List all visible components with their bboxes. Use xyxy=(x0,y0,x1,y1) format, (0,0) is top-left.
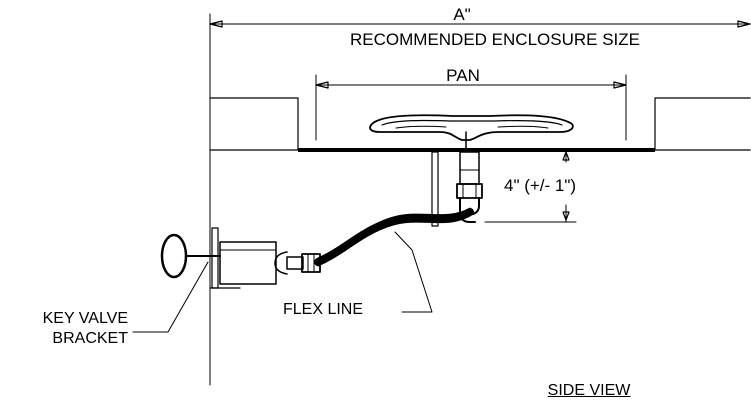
flex-hose-edge-top xyxy=(317,207,471,259)
enclosure-caption-label: RECOMMENDED ENCLOSURE SIZE xyxy=(350,30,640,49)
flex-line-hose xyxy=(314,207,474,267)
elbow-fitting-inner xyxy=(472,197,480,215)
pan-right-arrowhead xyxy=(613,81,627,89)
key-valve-leader xyxy=(132,261,209,333)
key-valve-bracket-plate xyxy=(211,227,219,289)
flex-line-leader xyxy=(394,231,433,313)
pan xyxy=(298,148,655,152)
enclosure-dimension xyxy=(209,13,751,386)
key-handle-ring xyxy=(160,233,188,279)
enclosure-letter-label: A" xyxy=(453,5,471,24)
left-counter-top xyxy=(209,97,299,151)
mounting-bracket xyxy=(431,151,439,227)
hex-nut xyxy=(456,183,483,199)
valve-elbow xyxy=(274,251,288,275)
enclosure-left-arrowhead xyxy=(209,20,223,28)
leaders xyxy=(132,231,433,333)
pan-label: PAN xyxy=(446,66,480,85)
burner-port-right xyxy=(497,125,549,129)
enclosure-outline xyxy=(209,97,751,151)
bracket-plate xyxy=(431,151,439,227)
burner xyxy=(369,114,574,153)
right-counter-top xyxy=(654,97,751,151)
key-valve-bracket xyxy=(209,227,241,289)
key-valve-label-line1: KEY VALVE xyxy=(42,310,128,327)
view-title: SIDE VIEW xyxy=(547,382,631,399)
enclosure-right-arrowhead xyxy=(737,20,751,28)
valve-adapter xyxy=(286,256,304,270)
burner-body-inner xyxy=(381,119,563,126)
pan-left-arrowhead xyxy=(315,81,329,89)
valve-hex-nut xyxy=(301,253,321,273)
riser-pipe xyxy=(459,151,480,185)
pan-plate xyxy=(298,148,655,152)
pan-dimension xyxy=(315,74,627,141)
drop-bottom-arrowhead xyxy=(562,211,570,221)
flex-line-label: FLEX LINE xyxy=(283,301,364,318)
drop-top-arrowhead xyxy=(562,151,570,161)
key-valve-body xyxy=(219,241,277,285)
key-handle xyxy=(160,233,221,279)
flex-hose-edge-bottom xyxy=(317,215,471,267)
valve-assembly xyxy=(219,241,321,285)
flex-hose-corrugation xyxy=(314,208,474,266)
drop-dimension xyxy=(484,149,577,223)
burner-body-outer xyxy=(369,114,574,141)
key-valve-label-line2: BRACKET xyxy=(52,330,128,347)
drop-height-label: 4" (+/- 1") xyxy=(504,176,577,195)
burner-port-left xyxy=(395,125,447,129)
